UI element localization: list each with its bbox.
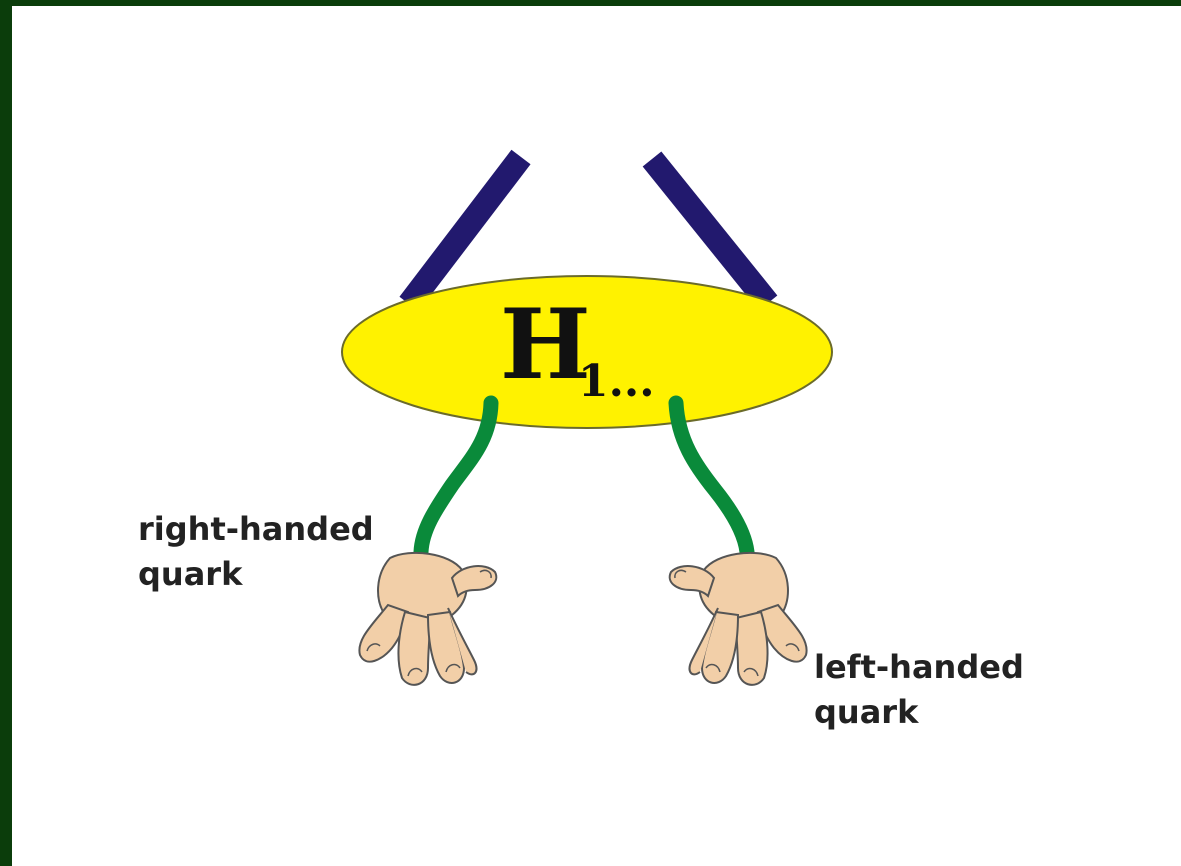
right-hand-icon [670,553,807,685]
left-handed-label-line2: quark [814,693,919,731]
left-hand-icon [359,553,496,685]
right-arm [676,403,747,552]
left-handed-label-line1: left-handed [814,648,1024,686]
right-handed-label-line1: right-handed [138,510,374,548]
left-arm [421,403,491,552]
right-handed-label-line2: quark [138,555,243,593]
higgs-subscript: 1... [578,356,655,407]
